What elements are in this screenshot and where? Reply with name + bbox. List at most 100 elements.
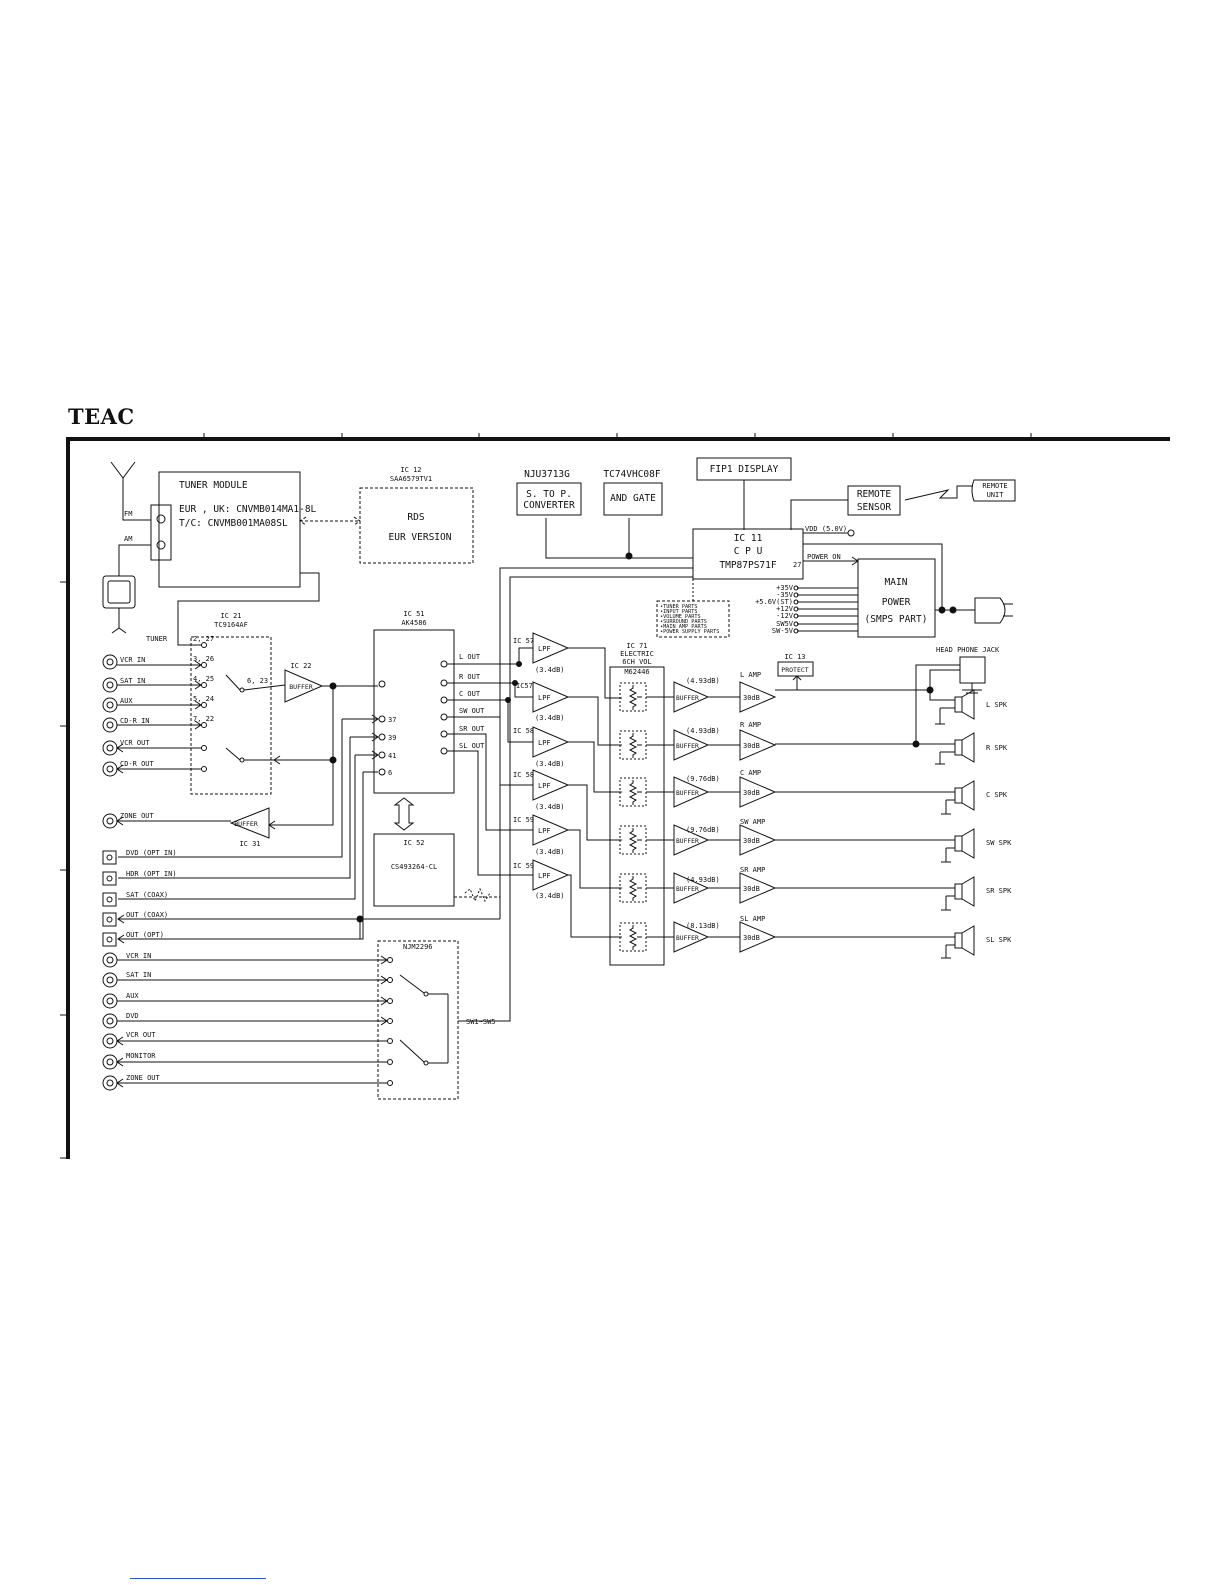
remote-sensor-line1: REMOTE <box>857 489 892 500</box>
speaker-label: L SPK <box>986 701 1008 709</box>
jack-label: SAT (COAX) <box>126 891 168 899</box>
lpf-label: LPF <box>538 827 551 835</box>
main-power-line2: POWER <box>882 597 911 608</box>
amp-gain: 30dB <box>743 694 760 702</box>
lpf-gain: (3.4dB) <box>535 892 565 900</box>
cpu-ic-label: IC 11 <box>734 533 763 544</box>
teac-logo: TEAC <box>68 404 135 429</box>
amp-gain: 30dB <box>743 742 760 750</box>
video-io-jacks <box>102 952 449 1091</box>
power-rails <box>793 585 858 634</box>
analog-input-jacks <box>102 654 231 829</box>
footer-link-underline[interactable] <box>130 1578 266 1579</box>
njm-part: NJM2296 <box>403 943 433 951</box>
ic21-box <box>190 636 272 795</box>
ic51-pin: 37 <box>388 716 396 724</box>
ic51-box <box>373 629 455 794</box>
ic51-pin: 41 <box>388 752 396 760</box>
amp-gain: 30dB <box>743 885 760 893</box>
main-power-line3: (SMPS PART) <box>865 614 928 625</box>
jack-label: VCR IN <box>126 952 151 960</box>
jack-label: OUT (COAX) <box>126 911 168 919</box>
jack-label: DVD <box>126 1012 139 1020</box>
tuner-terminal-block <box>150 504 172 561</box>
ic31-buffer <box>229 807 270 839</box>
cpu-control-item: •INPUT PARTS <box>660 609 697 615</box>
cpu-control-item: •VOLUME PARTS <box>660 614 701 620</box>
protect-box <box>777 661 814 677</box>
video-io-labels: VCR IN SAT IN AUX DVD VCR OUT MONITOR ZO… <box>126 952 161 1082</box>
rds-part-label: SAA6579TV1 <box>390 475 432 483</box>
am-loop-antenna-icon <box>102 544 151 634</box>
lpf-label: LPF <box>538 872 551 880</box>
ic51-out-label: C OUT <box>459 690 481 698</box>
ic51-out-label: SL OUT <box>459 742 485 750</box>
and-gate-box <box>603 482 663 516</box>
amp-name: L AMP <box>740 671 761 679</box>
buffer-gain: (4.93dB) <box>686 727 720 735</box>
ic71-line1: ELECTRIC <box>620 650 654 658</box>
lpf-label: LPF <box>538 739 551 747</box>
speaker-label: SL SPK <box>986 936 1012 944</box>
ac-plug-icon <box>974 597 1006 624</box>
jack-label: SAT IN <box>120 677 145 685</box>
njm-sw-label: SW1~SW5 <box>466 1018 496 1026</box>
lpf-ic: IC 58 <box>513 771 534 779</box>
power-on-label: POWER ON <box>807 553 841 561</box>
ic21-pins <box>201 642 333 772</box>
am-label: AM <box>124 535 132 543</box>
speaker-label: C SPK <box>986 791 1008 799</box>
buffer-gain: (9.76dB) <box>686 775 720 783</box>
buffer-label: BUFFER <box>676 935 699 942</box>
jack-label: SAT IN <box>126 971 151 979</box>
buffer-label: BUFFER <box>676 838 699 845</box>
tuner-module-title: TUNER MODULE <box>179 480 248 491</box>
lpf-ic: IC 58 <box>513 727 534 735</box>
rds-version: EUR VERSION <box>389 532 452 543</box>
ic22-label: BUFFER <box>289 683 313 691</box>
s2p-part: NJU3713G <box>524 469 570 480</box>
ic71-box <box>609 666 665 966</box>
cpu-part: TMP87PS71F <box>719 560 776 571</box>
remote-unit-line1: REMOTE <box>982 482 1007 490</box>
jack-label: VCR OUT <box>126 1031 156 1039</box>
andgate-label: AND GATE <box>610 493 656 504</box>
buffer-gain: (4.93dB) <box>686 876 720 884</box>
buffer-label: BUFFER <box>676 743 699 750</box>
ic22-buffer <box>284 669 324 703</box>
s2p-line1: S. TO P. <box>526 489 572 500</box>
headphone-label: HEAD PHONE JACK <box>936 646 1000 654</box>
rds-box <box>359 487 474 564</box>
amp-gain: 30dB <box>743 934 760 942</box>
rds-title: RDS <box>407 512 424 523</box>
lpf-labels: IC 57 IC57 IC 58 IC 58 IC 59 IC 59 LPF L… <box>513 637 565 900</box>
ic71-part: M62446 <box>624 668 649 676</box>
rail-label: +12V <box>776 605 794 613</box>
remote-sensor-line2: SENSOR <box>857 502 892 513</box>
lpf-to-vol-routing <box>568 647 622 938</box>
ic31-label: BUFFER <box>234 820 258 828</box>
jack-label: ZONE OUT <box>126 1074 161 1082</box>
tuner-tc-part: T/C: CNVMB001MA08SL <box>179 518 288 529</box>
ic51-out-routing <box>447 647 533 876</box>
cpu-pin27: 27 <box>793 561 801 569</box>
ic21-ic-label: IC 21 <box>220 612 241 620</box>
analog-input-labels: VCR IN SAT IN AUX CD-R IN VCR OUT CD-R O… <box>120 656 155 820</box>
njm2296-box <box>377 940 459 1100</box>
ic21-pin: 7, 22 <box>193 715 214 723</box>
lpf-ic: IC57 <box>516 682 533 690</box>
bidirectional-arrow-icon <box>393 797 415 831</box>
ic51-out-label: SR OUT <box>459 725 485 733</box>
remote-unit-line2: UNIT <box>987 491 1005 499</box>
lpf-ic: IC 59 <box>513 862 534 870</box>
jack-label: AUX <box>126 992 139 1000</box>
amp-name: SW AMP <box>740 818 765 826</box>
ic51-out-label: R OUT <box>459 673 481 681</box>
buffer-label: BUFFER <box>676 790 699 797</box>
lpf-label: LPF <box>538 782 551 790</box>
ic21-pin: 2, 27 <box>193 635 214 643</box>
lpf-gain: (3.4dB) <box>535 666 565 674</box>
jack-label: CD-R OUT <box>120 760 155 768</box>
amp-name: R AMP <box>740 721 761 729</box>
rail-label: SW5V <box>776 620 794 628</box>
